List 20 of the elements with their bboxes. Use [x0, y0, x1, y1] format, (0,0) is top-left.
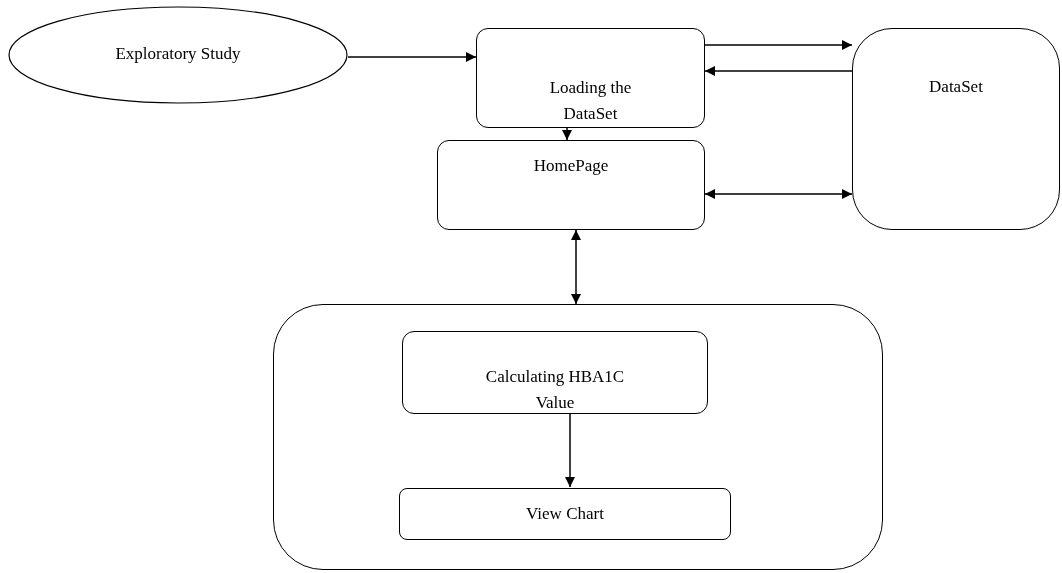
node-label: Loading the DataSet: [548, 77, 633, 125]
arrow: [347, 52, 477, 62]
process-box: [437, 140, 705, 230]
arrow: [571, 229, 581, 305]
arrow: [562, 127, 572, 141]
node-label: View Chart: [525, 503, 605, 525]
process-box: [399, 488, 731, 540]
group-container: [273, 304, 883, 570]
process-box: [476, 28, 705, 128]
start-ellipse: [8, 6, 348, 104]
node-label: Exploratory Study: [114, 43, 242, 65]
arrow: [704, 189, 853, 199]
arrow: [565, 412, 575, 488]
process-box: [402, 331, 708, 414]
node-label: DataSet: [928, 76, 984, 98]
node-label: HomePage: [532, 155, 610, 177]
arrow: [704, 66, 853, 76]
data-store-box: [852, 28, 1060, 230]
arrow: [704, 40, 853, 50]
node-label: Calculating HBA1C Value: [484, 366, 626, 414]
